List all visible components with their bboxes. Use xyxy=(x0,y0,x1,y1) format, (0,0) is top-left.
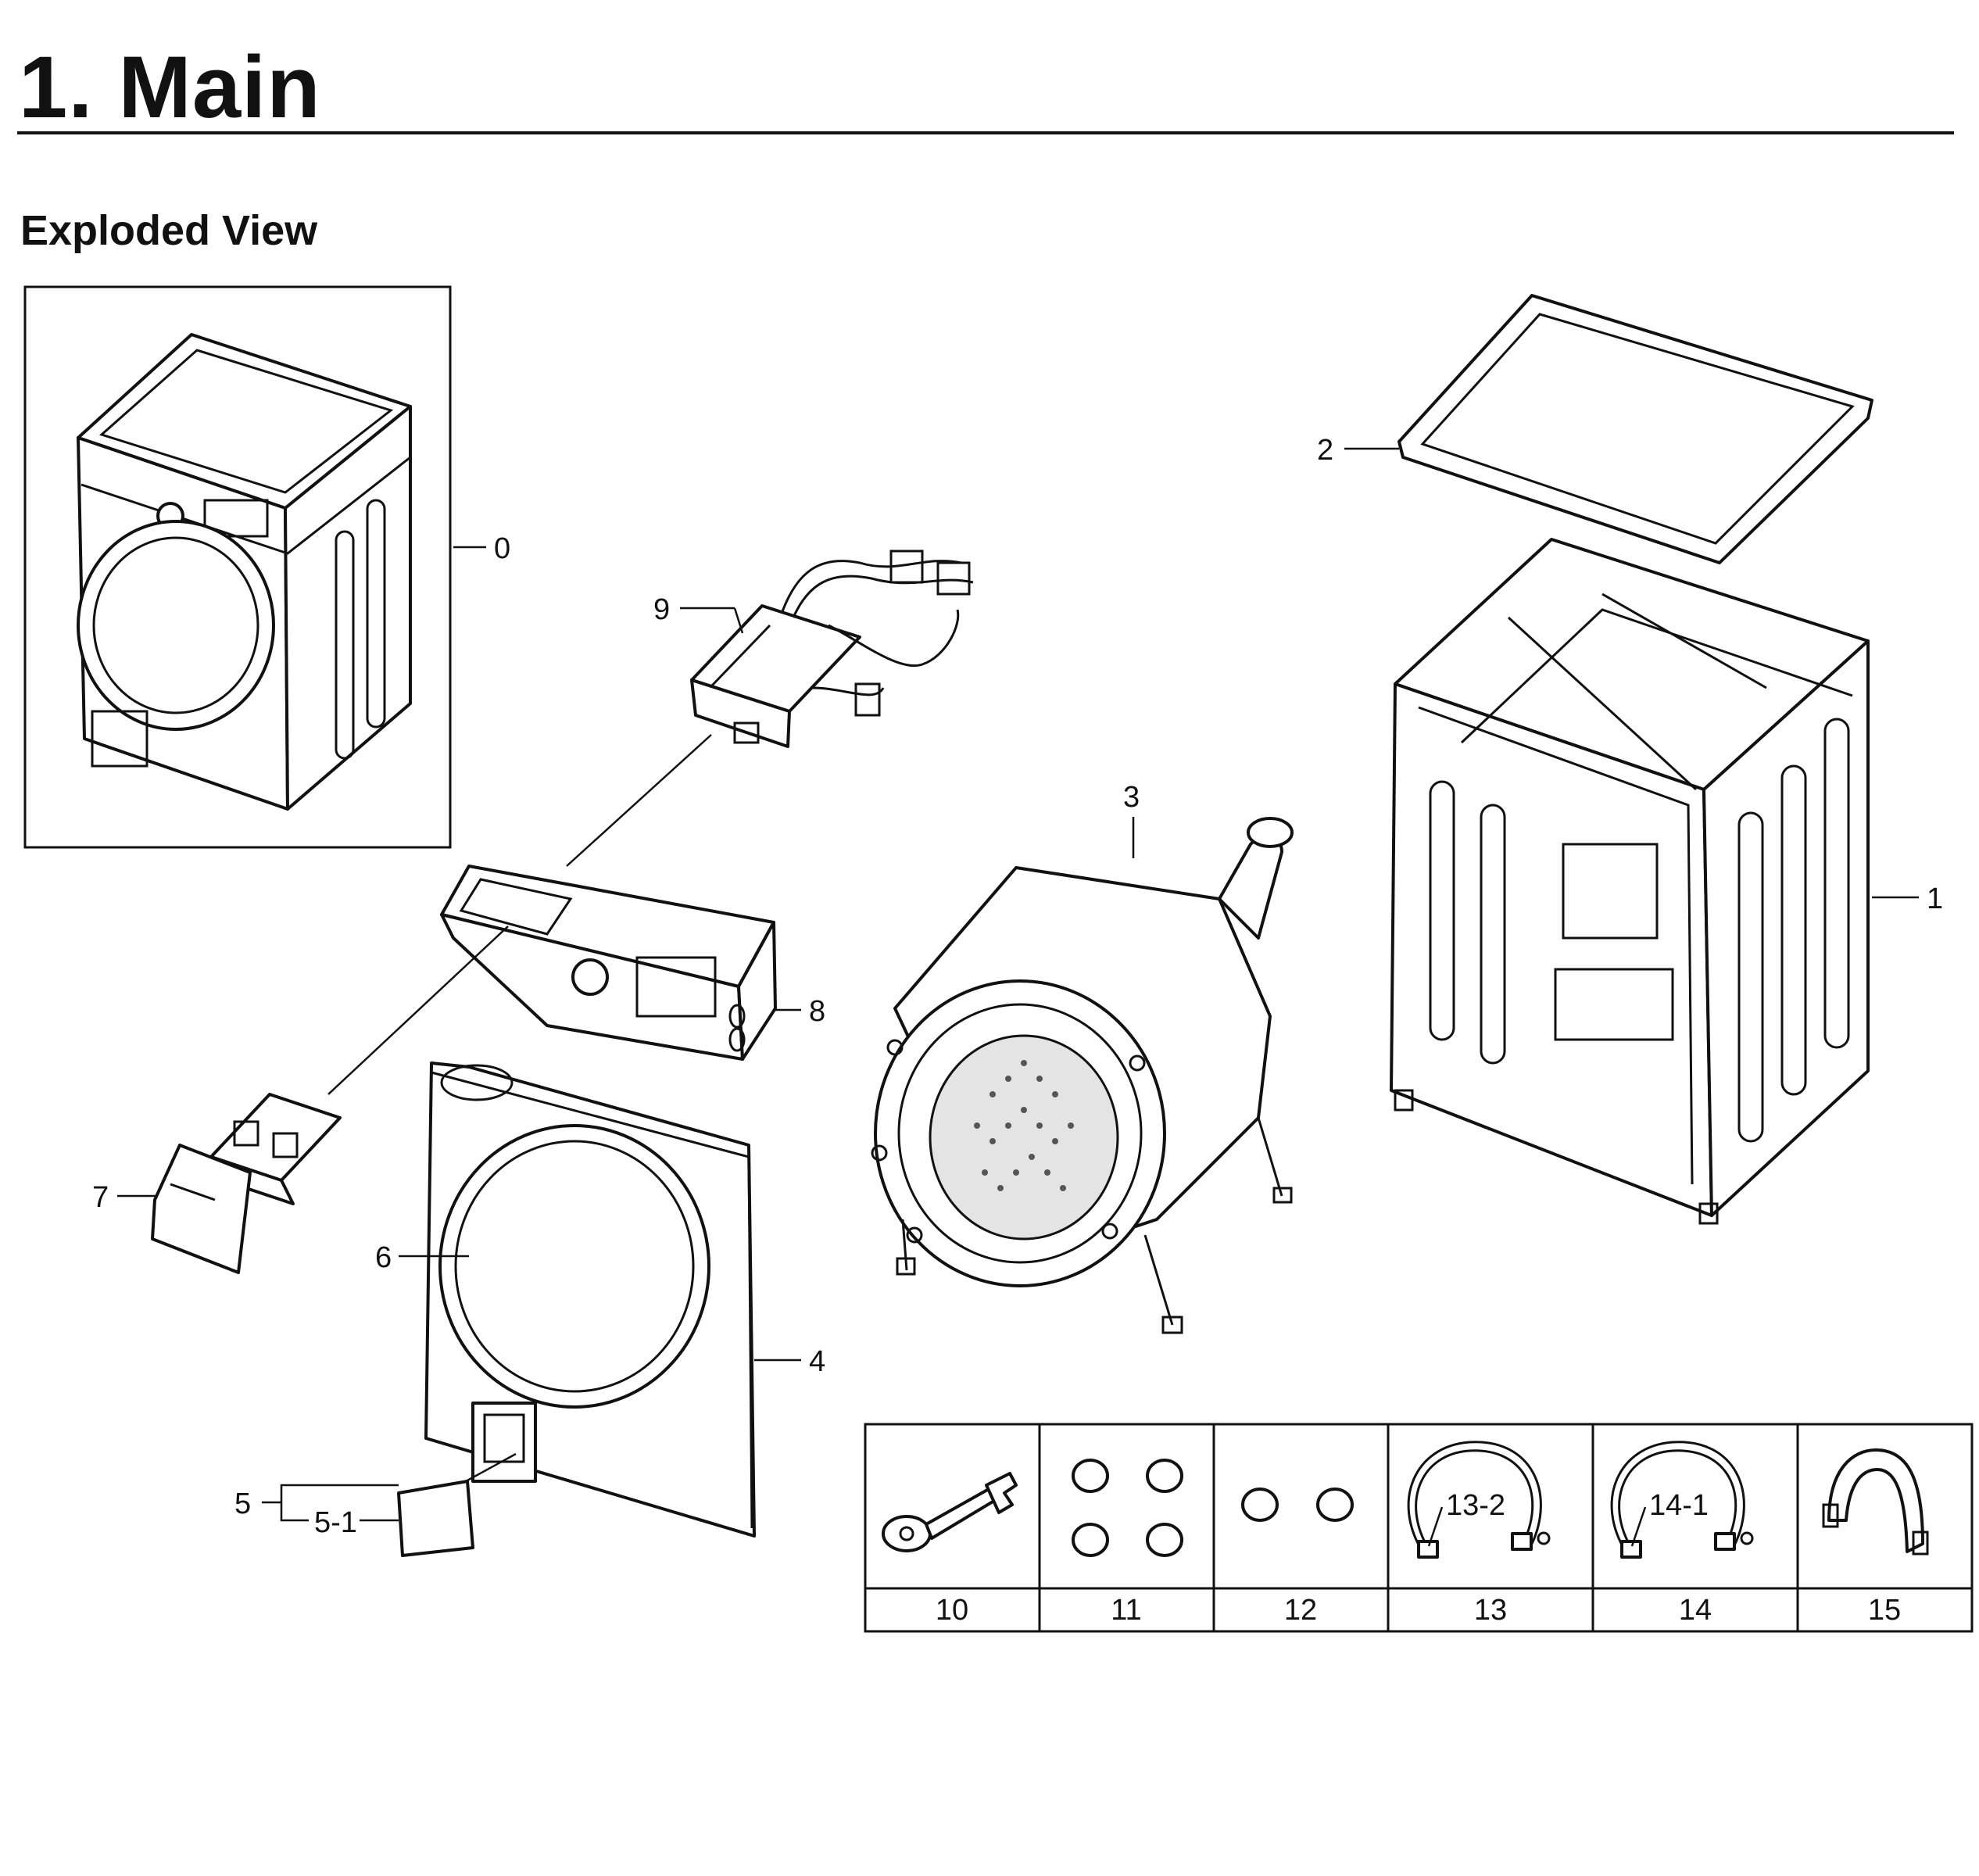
top-cover-part-2[interactable] xyxy=(1397,294,1873,564)
section-title: Exploded View xyxy=(20,207,318,254)
callout-9: 9 xyxy=(653,593,670,626)
callout-1: 1 xyxy=(1927,883,1943,915)
callout-2: 2 xyxy=(1317,434,1333,467)
four-caps-icon[interactable] xyxy=(1072,1459,1183,1557)
wrench-icon[interactable] xyxy=(882,1472,1018,1552)
cabinet-part-1[interactable] xyxy=(1390,538,1870,1225)
tub-assembly-part-3[interactable] xyxy=(871,817,1294,1334)
callout-5-1: 5-1 xyxy=(314,1506,357,1539)
callout-7: 7 xyxy=(92,1181,109,1214)
accessory-label-12: 12 xyxy=(1284,1594,1317,1627)
pcb-harness-part-9[interactable] xyxy=(690,550,974,748)
door-part-6[interactable] xyxy=(438,1124,710,1409)
callout-8: 8 xyxy=(809,995,825,1028)
callout-0: 0 xyxy=(494,532,510,565)
callout-14-1: 14-1 xyxy=(1649,1489,1709,1522)
callout-13-2: 13-2 xyxy=(1446,1489,1505,1522)
accessory-label-15: 15 xyxy=(1868,1594,1901,1627)
accessory-label-13: 13 xyxy=(1474,1594,1507,1627)
callout-4: 4 xyxy=(809,1345,825,1378)
detergent-drawer-part-7[interactable] xyxy=(151,1093,342,1274)
accessories-table xyxy=(864,1423,1974,1633)
hose-guide-icon[interactable] xyxy=(1822,1448,1929,1556)
title-divider xyxy=(17,131,1954,134)
control-panel-part-8[interactable] xyxy=(440,865,777,1061)
callout-5: 5 xyxy=(234,1488,251,1520)
two-caps-icon[interactable] xyxy=(1241,1488,1354,1522)
accessory-label-10: 10 xyxy=(936,1594,968,1627)
callout-6: 6 xyxy=(375,1241,392,1274)
accessory-label-14: 14 xyxy=(1679,1594,1712,1627)
accessory-label-11: 11 xyxy=(1111,1594,1141,1627)
callout-3: 3 xyxy=(1123,781,1140,814)
filter-cover-part-5-1[interactable] xyxy=(397,1480,474,1557)
assembled-washer-part-0[interactable] xyxy=(23,285,452,849)
hose-icon[interactable] xyxy=(1610,1441,1754,1559)
hose-icon[interactable] xyxy=(1407,1441,1551,1559)
page-title: 1. Main xyxy=(19,38,321,136)
